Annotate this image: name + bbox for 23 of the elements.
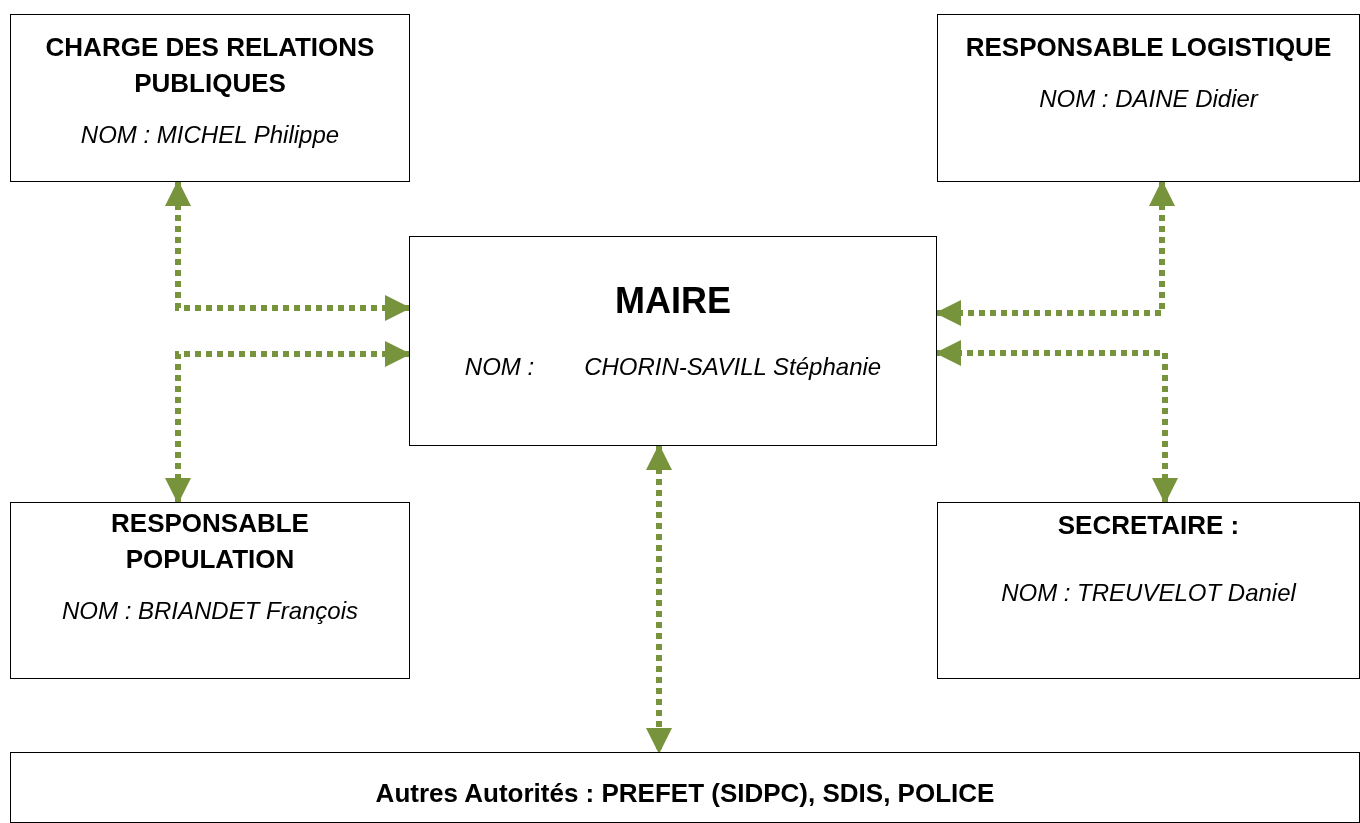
person-name: NOM : MICHEL Philippe — [80, 121, 340, 149]
double-arrow — [165, 341, 411, 504]
role-box — [10, 752, 1360, 823]
person-name: NOM : — [464, 353, 535, 381]
role-title: SECRETAIRE : — [1057, 509, 1240, 542]
person-name: NOM : DAINE Didier — [1039, 85, 1258, 113]
role-box — [10, 14, 410, 182]
double-arrow — [646, 444, 672, 754]
role-box — [937, 14, 1360, 182]
person-name: NOM : BRIANDET François — [61, 597, 358, 625]
role-title: RESPONSABLE POPULATION — [110, 507, 310, 576]
double-arrow — [935, 340, 1178, 504]
role-title: Autres Autorités : PREFET (SIDPC), SDIS, POLICE — [375, 777, 995, 810]
person-name: CHORIN-SAVILL Stéphanie — [584, 353, 882, 381]
role-box — [10, 502, 410, 679]
role-title: RESPONSABLE LOGISTIQUE — [965, 31, 1332, 64]
double-arrow — [165, 180, 411, 321]
role-box — [409, 236, 937, 446]
double-arrow — [935, 180, 1175, 326]
role-title: CHARGE DES RELATIONS PUBLIQUES — [44, 31, 376, 100]
role-title: MAIRE — [615, 279, 731, 323]
role-box — [937, 502, 1360, 679]
person-name: NOM : TREUVELOT Daniel — [1001, 579, 1296, 607]
